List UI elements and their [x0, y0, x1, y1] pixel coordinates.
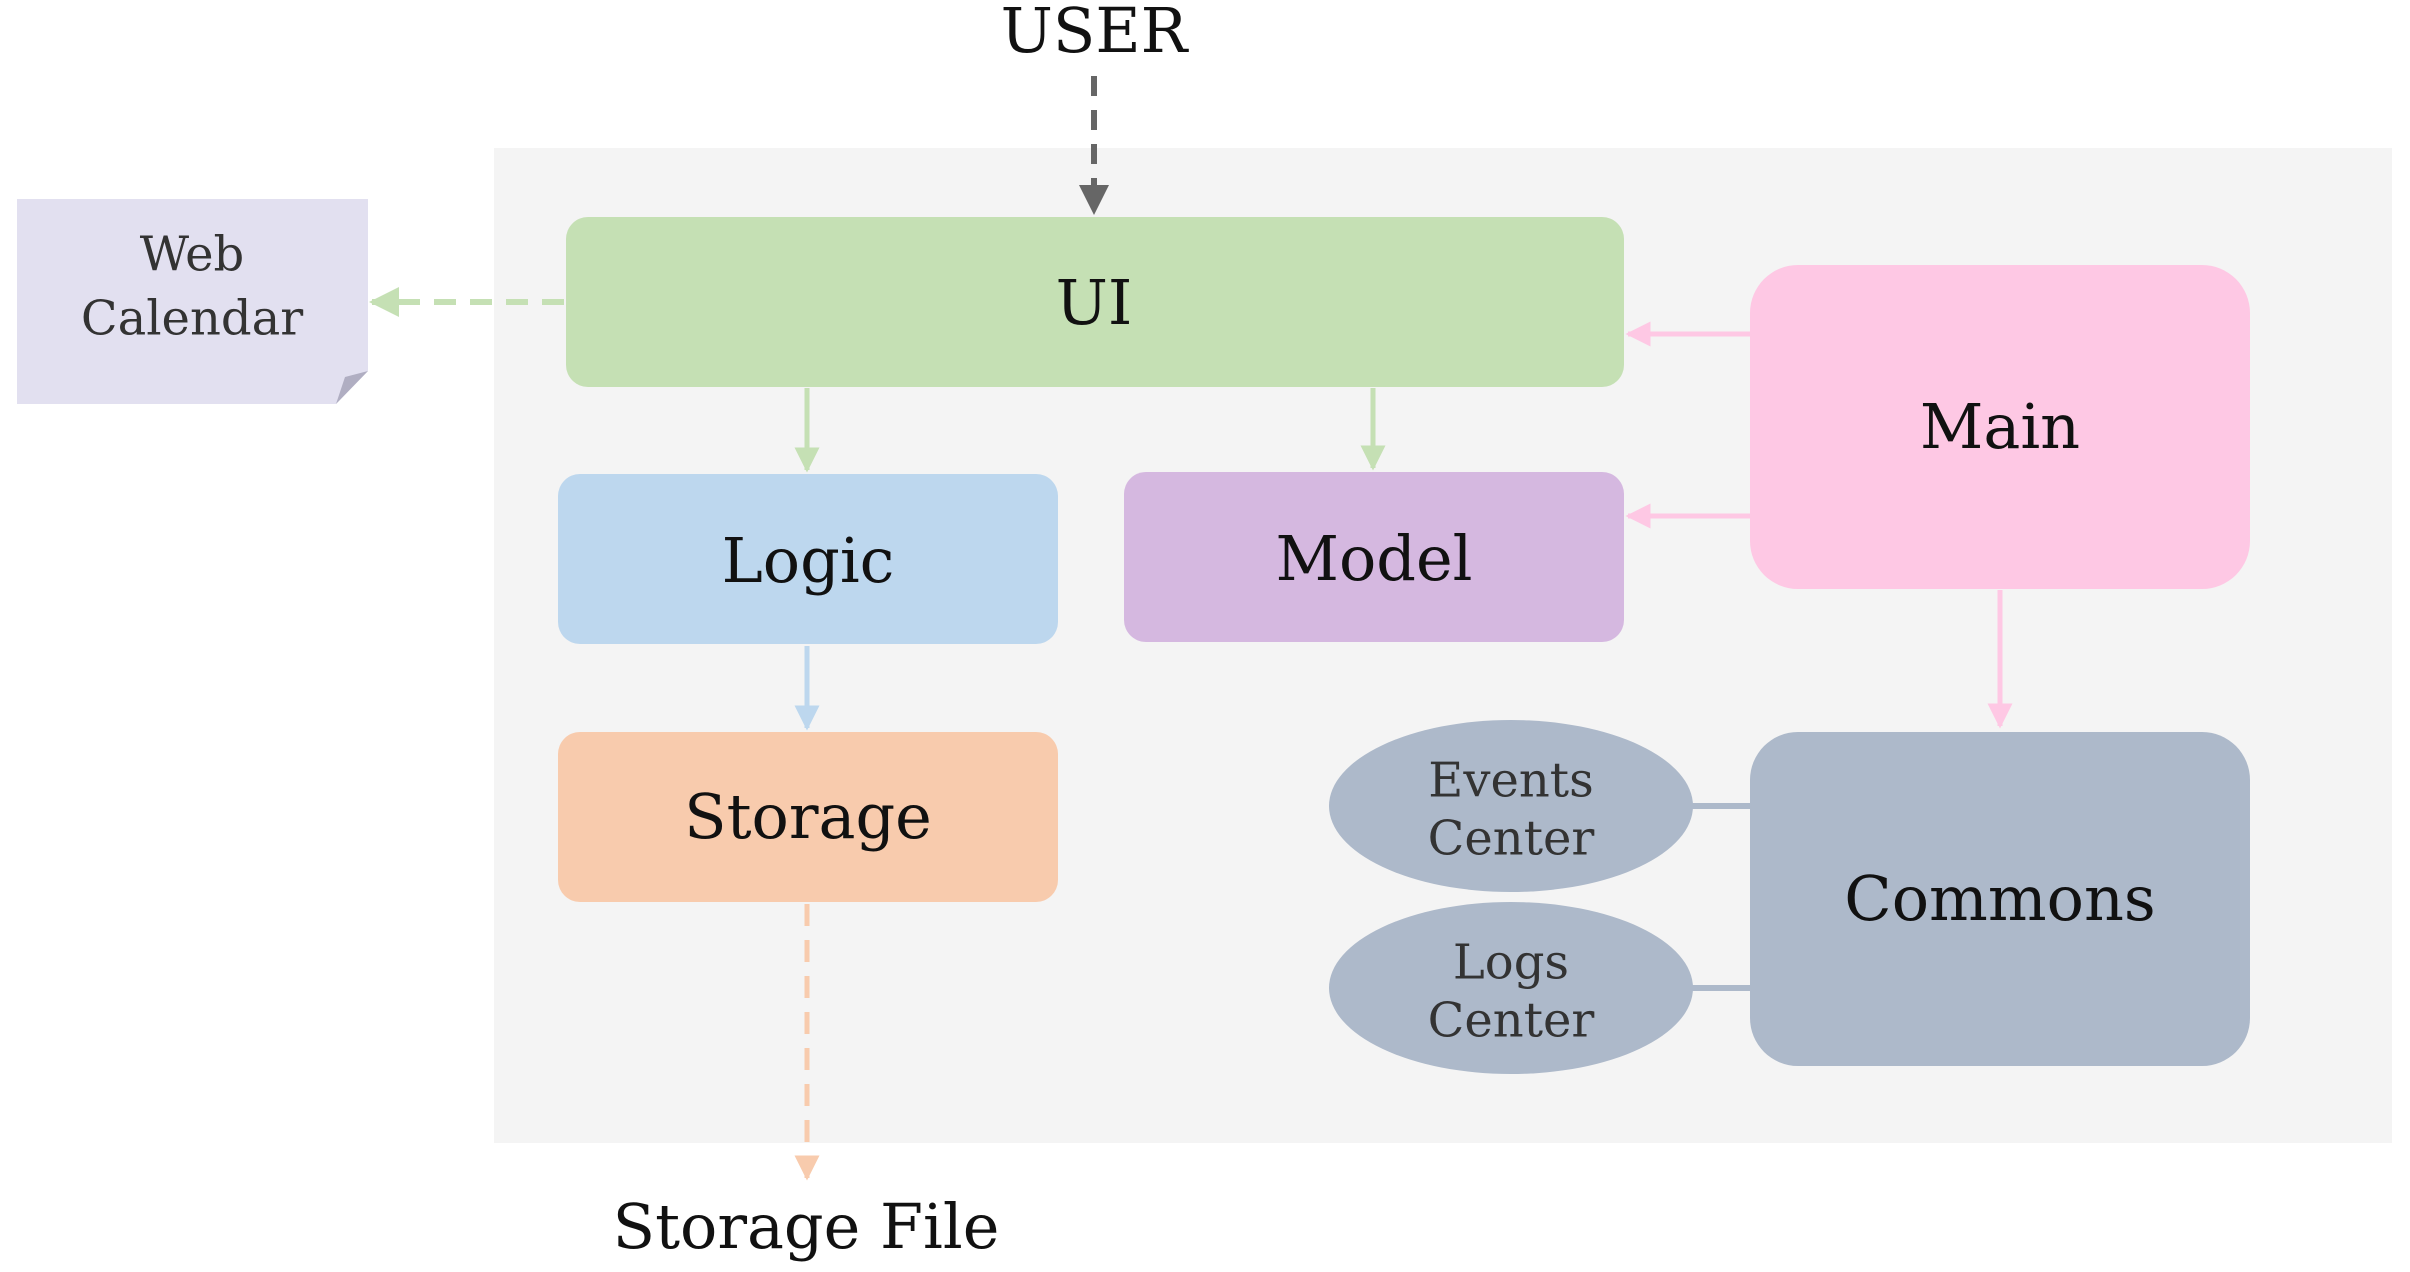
user-label: USER [1001, 0, 1190, 67]
model-label: Model [1275, 522, 1472, 595]
events-center-label-line1: Events [1428, 753, 1593, 809]
commons-label: Commons [1844, 862, 2155, 935]
storage-file-label: Storage File [613, 1190, 1000, 1263]
logs-center-ellipse [1329, 902, 1693, 1074]
ui-component [566, 217, 1624, 387]
web-calendar-label-line1: Web [140, 227, 245, 283]
logic-component [558, 474, 1058, 644]
main-component [1750, 265, 2250, 589]
events-center-label-line2: Center [1428, 811, 1595, 867]
logs-center-label-line2: Center [1428, 993, 1595, 1049]
storage-component [558, 732, 1058, 902]
web-calendar-label-line2: Calendar [81, 291, 303, 347]
ui-label: UI [1056, 266, 1133, 339]
logic-label: Logic [722, 524, 895, 597]
events-center-ellipse [1329, 720, 1693, 892]
storage-label: Storage [684, 780, 932, 853]
logs-center-label-line1: Logs [1453, 935, 1569, 991]
commons-component [1750, 732, 2250, 1066]
web-calendar-note: Web Calendar [17, 199, 368, 404]
model-component [1124, 472, 1624, 642]
main-label: Main [1920, 390, 2080, 463]
